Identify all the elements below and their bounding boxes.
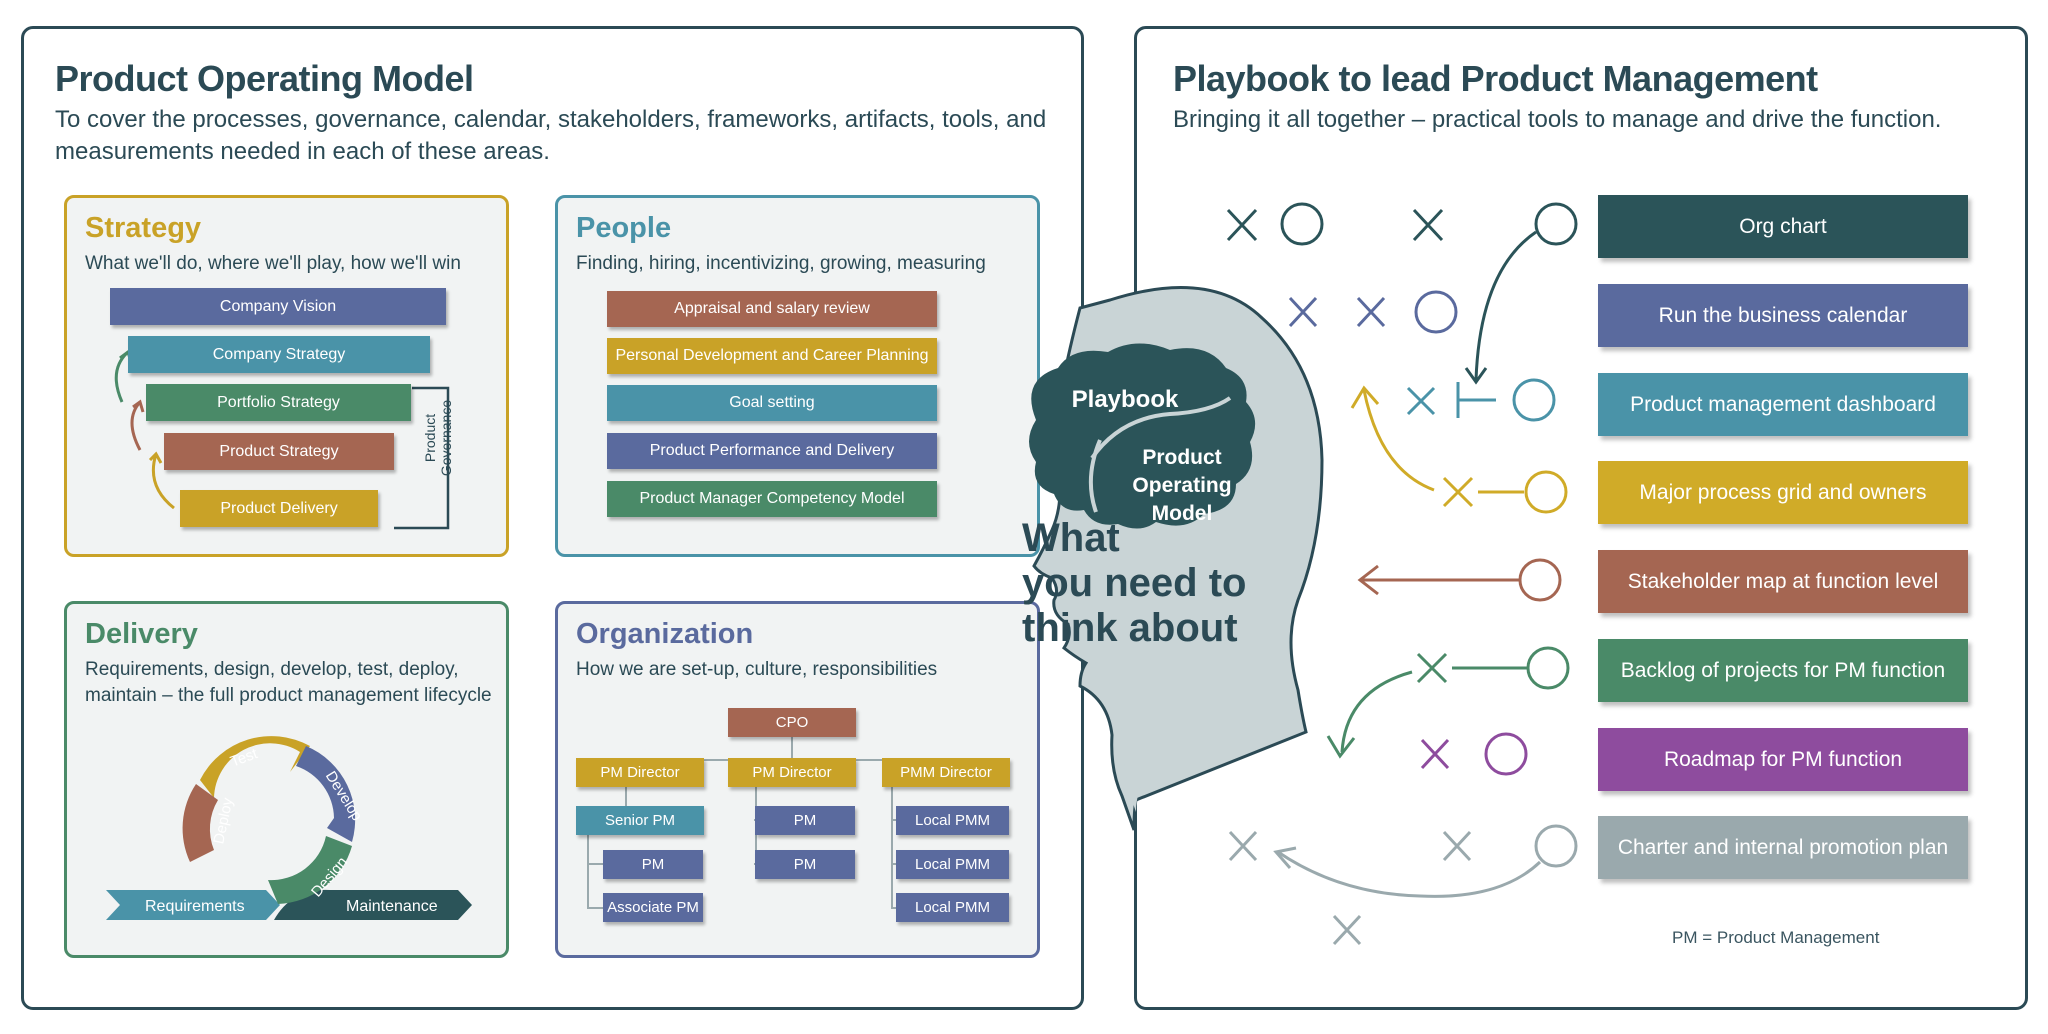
strategy-step-product-strategy: Product Strategy [164,433,394,470]
what-line-2: you need to [1022,561,1247,605]
right-panel-subtitle: Bringing it all together – practical too… [1173,106,1942,133]
maintenance-label: Maintenance [346,898,438,915]
x-mark [1226,208,1258,242]
delivery-desc-line-1: Requirements, design, develop, test, dep… [85,659,459,680]
strategy-step-company-vision: Company Vision [110,288,446,325]
o-mark [1484,732,1528,776]
playbook-item-org-chart: Org chart [1598,195,1968,258]
org-pm-b: PM [755,806,855,835]
org-pm-c: PM [755,850,855,879]
x-mark [1420,738,1450,770]
o-mark [1534,202,1578,246]
playbook-item-backlog: Backlog of projects for PM function [1598,639,1968,702]
people-item-performance: Product Performance and Delivery [607,433,937,469]
left-panel-subtitle: To cover the processes, governance, cale… [55,104,1046,168]
what-line-3: think about [1022,606,1238,650]
segment-deploy [182,784,218,862]
x-mark [1228,830,1258,862]
o-mark [1526,646,1570,690]
brain-front-fold [1088,439,1102,513]
play-arrow-backlog [1340,670,1413,753]
o-mark [1414,290,1458,334]
strategy-step-company-strategy: Company Strategy [128,336,430,373]
brain-label-product-operating-model: Product Operating Model [1112,444,1252,528]
organization-desc: How we are set-up, culture, responsibili… [576,659,938,680]
left-panel-title: Product Operating Model [55,58,474,99]
play-arrow-org [1474,230,1537,381]
segment-test [200,736,310,798]
delivery-desc: Requirements, design, develop, test, dep… [85,657,492,709]
strategy-desc: What we'll do, where we'll play, how we'… [85,253,461,274]
pom-line-1: Product [1142,446,1222,469]
org-associate-pm: Associate PM [603,893,703,922]
left-subtitle-line-2: measurements needed in each of these are… [55,138,550,165]
people-item-goal-setting: Goal setting [607,385,937,421]
requirements-arrow-shape [106,890,280,920]
strategy-step-product-delivery: Product Delivery [180,490,378,527]
playbook-item-stakeholder-map: Stakeholder map at function level [1598,550,1968,613]
x-mark [1332,914,1362,946]
x-mark [1416,652,1448,684]
people-item-appraisal: Appraisal and salary review [607,291,937,327]
maintenance-arrow-shape [274,889,472,920]
x-mark [1288,296,1318,328]
brain-label-playbook: Playbook [1071,386,1179,413]
org-local-pmm-3: Local PMM [896,893,1009,922]
org-local-pmm-2: Local PMM [896,850,1009,879]
footnote: PM = Product Management [1672,928,1880,947]
org-cpo: CPO [728,708,856,737]
pom-line-2: Operating [1132,474,1232,497]
playbook-item-pm-dashboard: Product management dashboard [1598,373,1968,436]
play-arrow-process [1362,389,1435,492]
playbook-item-process-grid: Major process grid and owners [1598,461,1968,524]
people-item-personal-development: Personal Development and Career Planning [607,338,937,374]
what-line-1: What [1022,516,1120,560]
strategy-step-portfolio-strategy: Portfolio Strategy [146,384,411,421]
org-pmm-director: PMM Director [882,758,1010,787]
segment-design [268,836,352,904]
playbook-item-business-calendar: Run the business calendar [1598,284,1968,347]
people-item-competency-model: Product Manager Competency Model [607,481,937,517]
playbook-item-charter: Charter and internal promotion plan [1598,816,1968,879]
requirements-label: Requirements [145,898,245,915]
right-panel-title: Playbook to lead Product Management [1173,58,1818,99]
delivery-desc-line-2: maintain – the full product management l… [85,685,492,706]
brain-divider [1090,396,1232,460]
org-local-pmm-1: Local PMM [896,806,1009,835]
brain-shape-top [1029,343,1256,529]
play-arrow-charter [1277,850,1542,898]
delivery-title: Delivery [85,618,198,650]
pom-line-3: Model [1151,502,1213,525]
o-mark [1280,202,1324,246]
org-senior-pm: Senior PM [576,806,704,835]
segment-develop [296,746,356,842]
o-mark [1518,558,1562,602]
strategy-title: Strategy [85,212,202,244]
x-mark [1442,830,1472,862]
org-pm-director-2: PM Director [728,758,856,787]
block-bar [1456,382,1496,418]
x-mark [1356,296,1386,328]
people-title: People [576,212,672,244]
left-subtitle-line-1: To cover the processes, governance, cale… [55,106,1047,133]
x-mark [1406,386,1436,416]
x-mark [1442,476,1474,508]
org-pm-director-1: PM Director [576,758,704,787]
what-you-need-to-think-about: What you need to think about [1022,516,1246,651]
organization-title: Organization [576,618,754,650]
people-desc: Finding, hiring, incentivizing, growing,… [576,253,986,274]
playbook-item-roadmap: Roadmap for PM function [1598,728,1968,791]
o-mark [1512,378,1556,422]
o-mark [1534,824,1578,868]
org-pm-a: PM [603,850,703,879]
o-mark [1524,470,1568,514]
x-mark [1412,208,1444,242]
